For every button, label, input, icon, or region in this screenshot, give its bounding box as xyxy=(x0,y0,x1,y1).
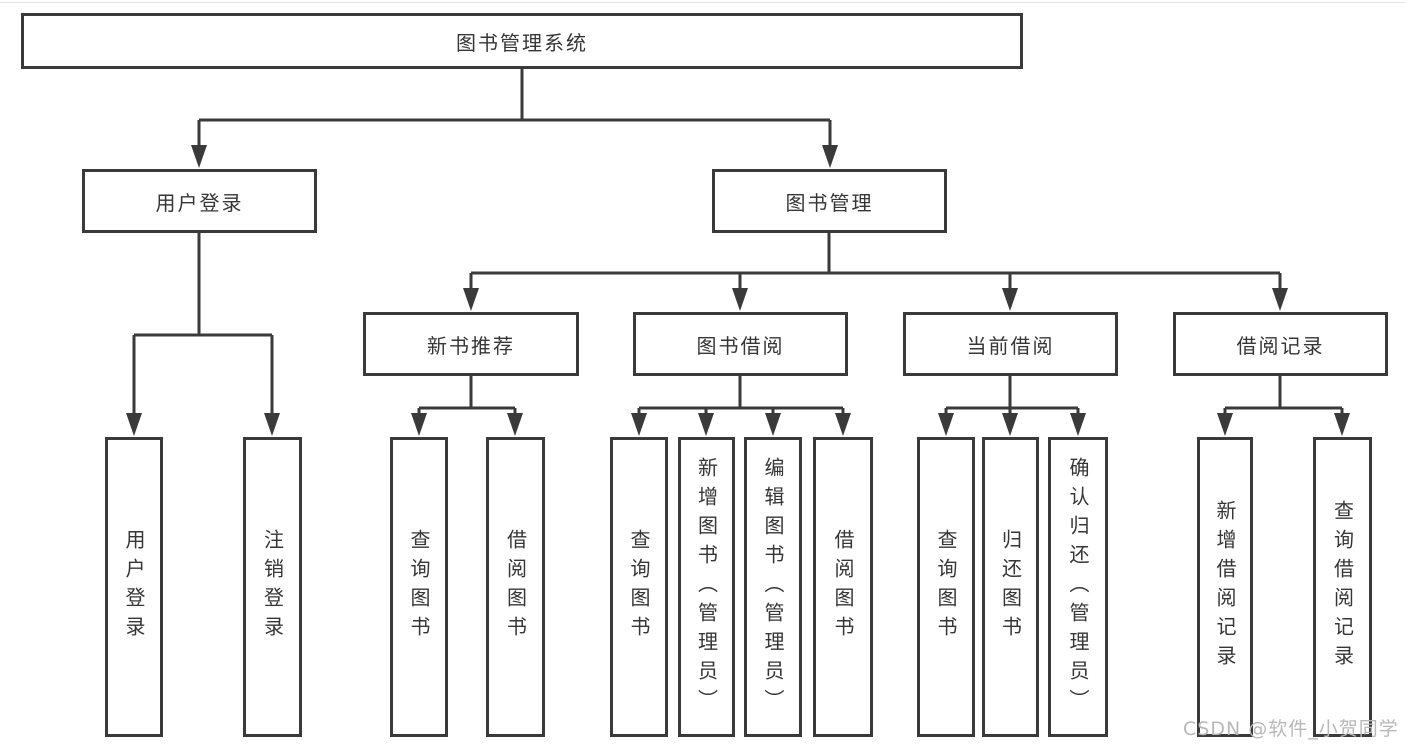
connector-book-to-sections xyxy=(469,232,1282,289)
arrow-down-icon xyxy=(463,288,479,311)
arrowheads xyxy=(126,145,1350,436)
arrow-down-icon xyxy=(1334,413,1350,436)
leaf-borrow-borrow-books: 借阅图书 xyxy=(813,437,873,737)
leaf-current-confirm-return-admin: 确认归还（管理员） xyxy=(1048,437,1108,737)
arrow-down-icon xyxy=(938,413,954,436)
leaf-current-return-books: 归还图书 xyxy=(982,437,1039,737)
node-book-borrow: 图书借阅 xyxy=(633,312,848,376)
arrow-down-icon xyxy=(732,288,748,311)
leaf-label: 注销登录 xyxy=(260,529,285,645)
leaf-label: 查询图书 xyxy=(934,529,958,645)
csdn-watermark: CSDN @软件_小贺同学 xyxy=(1183,718,1399,740)
leaf-label: 编辑图书（管理员） xyxy=(761,456,785,718)
node-new-book-recommend: 新书推荐 xyxy=(363,312,579,376)
arrow-down-icon xyxy=(698,413,714,436)
leaf-recommend-borrow-books: 借阅图书 xyxy=(486,437,545,737)
node-current-borrow: 当前借阅 xyxy=(903,312,1118,376)
arrow-down-icon xyxy=(507,413,523,436)
arrow-down-icon xyxy=(191,145,207,168)
connector-user-to-leaves xyxy=(132,233,274,414)
arrow-down-icon xyxy=(765,413,781,436)
leaf-label: 用户登录 xyxy=(122,529,146,645)
leaf-current-search-books: 查询图书 xyxy=(917,437,975,737)
connector-root-to-level2 xyxy=(197,68,832,146)
leaf-user-login: 用户登录 xyxy=(105,437,163,737)
leaf-label: 新增图书（管理员） xyxy=(694,456,719,718)
leaf-label: 查询借阅记录 xyxy=(1330,500,1355,674)
leaf-borrow-search-books: 查询图书 xyxy=(610,437,668,737)
leaf-label: 查询图书 xyxy=(627,529,651,645)
connector-records-to-leaves xyxy=(1223,376,1344,414)
leaf-borrow-edit-books-admin: 编辑图书（管理员） xyxy=(744,437,802,737)
arrow-down-icon xyxy=(835,413,851,436)
leaf-records-add-record: 新增借阅记录 xyxy=(1197,437,1253,737)
arrow-down-icon xyxy=(1002,413,1018,436)
node-borrow-records: 借阅记录 xyxy=(1173,312,1388,376)
arrow-down-icon xyxy=(631,413,647,436)
arrow-down-icon xyxy=(411,413,427,436)
leaf-records-search-record: 查询借阅记录 xyxy=(1313,437,1372,737)
leaf-label: 借阅图书 xyxy=(831,529,855,645)
leaf-label: 归还图书 xyxy=(998,529,1023,645)
leaf-label: 确认归还（管理员） xyxy=(1066,456,1090,718)
node-book-management: 图书管理 xyxy=(712,169,947,233)
arrow-down-icon xyxy=(1217,413,1233,436)
leaf-label: 新增借阅记录 xyxy=(1213,500,1237,674)
arrow-down-icon xyxy=(264,413,280,436)
page-top-divider xyxy=(0,2,1405,3)
arrow-down-icon xyxy=(822,145,838,168)
arrow-down-icon xyxy=(1272,288,1288,311)
arrow-down-icon xyxy=(1002,288,1018,311)
leaf-label: 借阅图书 xyxy=(503,529,528,645)
leaf-borrow-add-books-admin: 新增图书（管理员） xyxy=(678,437,735,737)
connector-recommend-to-leaves xyxy=(417,376,517,414)
arrow-down-icon xyxy=(1070,413,1086,436)
connector-borrow-to-leaves xyxy=(637,376,845,414)
node-library-system: 图书管理系统 xyxy=(21,13,1023,69)
leaf-recommend-search-books: 查询图书 xyxy=(390,437,448,737)
connector-current-to-leaves xyxy=(944,376,1080,414)
arrow-down-icon xyxy=(126,413,142,436)
leaf-logout: 注销登录 xyxy=(243,437,302,737)
leaf-label: 查询图书 xyxy=(407,529,431,645)
node-user-login: 用户登录 xyxy=(82,169,317,233)
